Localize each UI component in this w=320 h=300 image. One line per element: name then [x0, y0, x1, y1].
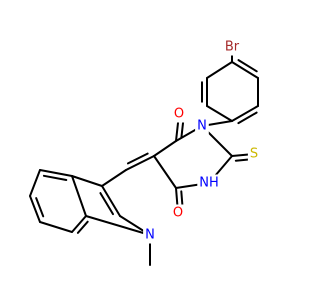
bond-line: [29, 195, 41, 223]
bond-line: [153, 140, 177, 157]
bond-line: [153, 155, 177, 189]
bond-line: [42, 174, 68, 181]
atom-label-background: [222, 38, 242, 56]
bond-line: [71, 175, 103, 187]
bond-line: [71, 175, 87, 217]
bond-line: [35, 197, 45, 218]
atom-label-background: [247, 145, 261, 163]
bond-line: [99, 192, 114, 216]
bond-line: [85, 215, 151, 236]
oxygen-atom-top-label: O: [174, 107, 184, 122]
indole-nitrogen-atom-label: N: [145, 228, 155, 243]
bond-line: [29, 169, 41, 197]
nh-atom-label: NH: [199, 176, 219, 191]
atom-label-background: [143, 226, 157, 244]
atom-label-background: [170, 204, 186, 222]
bond-line: [76, 220, 89, 234]
bond-line: [237, 59, 258, 73]
bond-line: [39, 169, 73, 177]
bond-line: [231, 105, 259, 122]
atom-label-background: [197, 174, 221, 192]
bond-line: [237, 111, 258, 125]
atom-label-background: [195, 117, 209, 135]
atom-label-background: [171, 105, 187, 123]
bond-line: [71, 215, 87, 233]
molecule-structure: Br O N S NH O N: [29, 38, 261, 266]
bond-line: [39, 221, 73, 233]
bond-line: [127, 152, 149, 165]
atom-label-layer: Br O N S NH O N: [143, 38, 261, 244]
oxygen-atom-bottom-label: O: [173, 206, 183, 221]
bond-line: [101, 169, 127, 187]
ring-nitrogen-atom-label: N: [197, 119, 207, 134]
bond-line: [101, 185, 121, 217]
bond-line: [125, 155, 155, 171]
bromine-atom-label: Br: [225, 40, 240, 55]
bond-line: [231, 61, 259, 79]
sulfur-atom-label: S: [250, 147, 258, 162]
bond-line: [206, 105, 233, 122]
bond-line: [206, 61, 233, 79]
